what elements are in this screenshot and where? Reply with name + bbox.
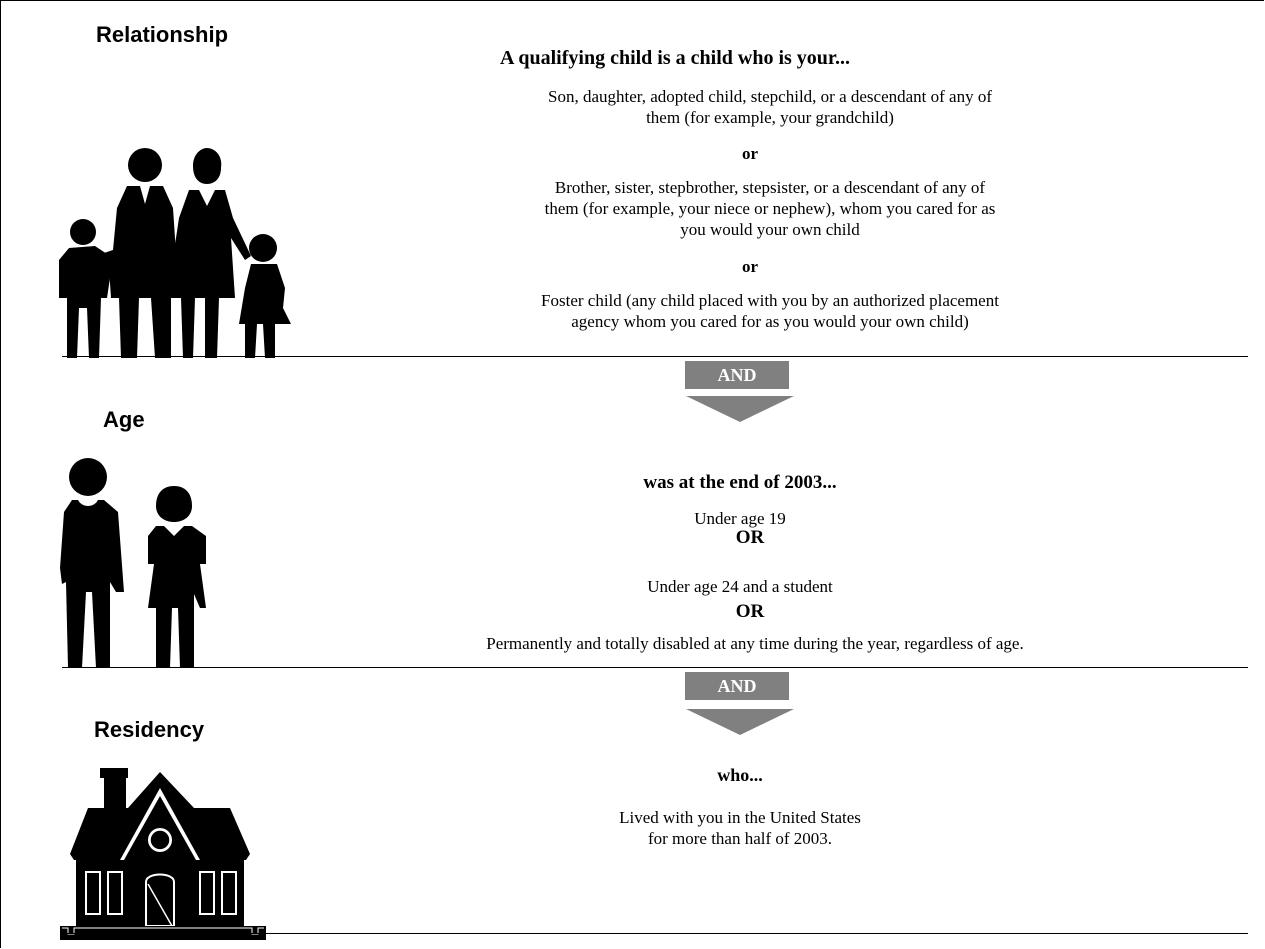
house-icon [60,768,266,940]
relationship-item2-line1: Brother, sister, stepbrother, stepsister… [554,178,986,197]
relationship-item2-line3: you would your own child [680,220,860,239]
down-arrow-icon [686,709,794,735]
two-people-icon [60,458,206,668]
section-divider [62,933,1248,934]
relationship-title: Relationship [96,22,229,47]
relationship-item2-line2: them (for example, your niece or nephew)… [544,199,996,218]
age-heading: was at the end of 2003... [643,472,837,493]
relationship-item1-line1: Son, daughter, adopted child, stepchild,… [547,87,993,106]
residency-line-1: Lived with you in the United States [619,808,861,827]
residency-heading: who... [717,765,763,785]
age-or-1: OR [735,527,765,548]
down-arrow-icon [686,396,794,422]
relationship-item1-line2: them (for example, your grandchild) [646,108,894,127]
age-item-2: Under age 24 and a student [647,577,833,596]
relationship-or-2: or [741,257,759,276]
relationship-item3-line2: agency whom you cared for as you would y… [571,312,969,331]
section-divider [62,667,1248,668]
section-divider [62,356,1248,357]
and-connector-label: AND [685,672,789,700]
age-title: Age [103,407,145,432]
residency-line-2: for more than half of 2003. [647,829,833,848]
relationship-item3-line1: Foster child (any child placed with you … [541,291,999,310]
relationship-or-1: or [741,144,759,163]
residency-title: Residency [94,717,205,742]
relationship-heading: A qualifying child is a child who is you… [500,47,850,69]
age-item-3: Permanently and totally disabled at any … [486,634,1024,653]
family-icon [59,148,291,358]
age-or-2: OR [735,601,765,622]
age-item-1: Under age 19 [694,509,786,528]
and-connector-label: AND [685,361,789,389]
